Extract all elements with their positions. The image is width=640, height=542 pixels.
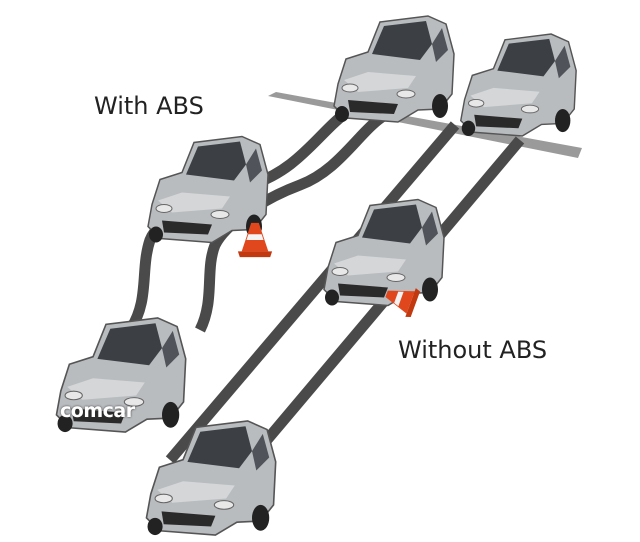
car-without-abs-end [460,33,577,137]
car-without-abs-start [145,420,277,536]
car-with-abs-end [333,15,455,123]
watermark-logo: comcar [60,400,135,422]
without-abs-label: Without ABS [398,336,548,364]
car-without-abs-braking [323,198,445,307]
with-abs-label: With ABS [94,92,204,120]
